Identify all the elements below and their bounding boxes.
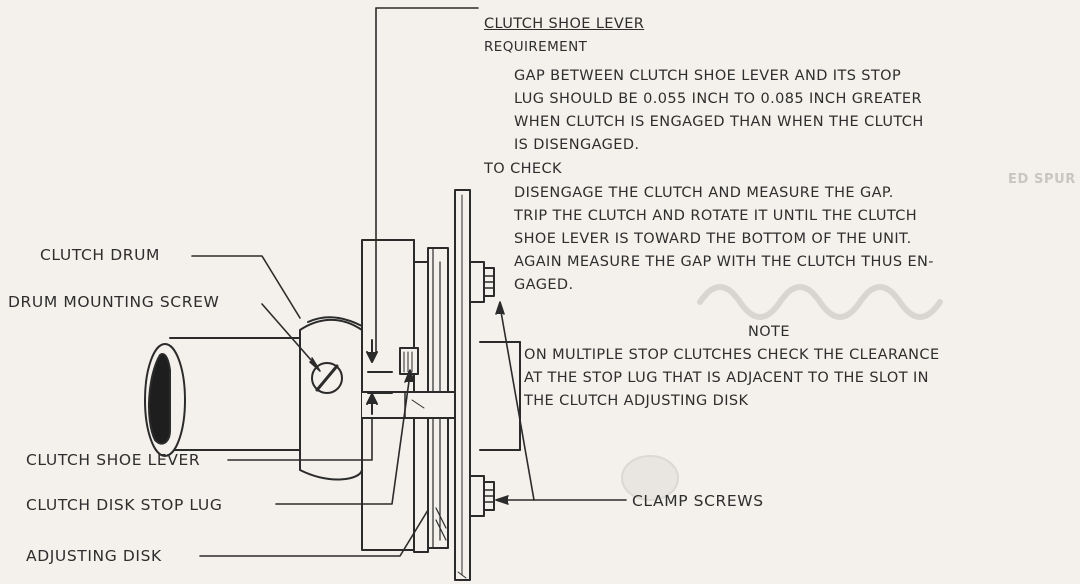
label-clutch-shoe-lever: CLUTCH SHOE LEVER [26,451,201,469]
label-clutch-disk-stop-lug: CLUTCH DISK STOP LUG [26,496,223,514]
text-title: CLUTCH SHOE LEVER [484,16,645,32]
requirement-line: IS DISENGAGED. [514,137,640,153]
leader-lines [191,7,627,557]
requirement-line: GAP BETWEEN CLUTCH SHOE LEVER AND ITS ST… [514,68,902,84]
note-heading: NOTE [748,324,790,340]
requirement-heading: REQUIREMENT [484,39,588,55]
requirement-line: LUG SHOULD BE 0.055 INCH TO 0.085 INCH G… [514,91,922,107]
to-check-heading: TO CHECK [484,161,562,177]
adjusting-disk-plate [454,189,471,581]
note-line: AT THE STOP LUG THAT IS ADJACENT TO THE … [524,370,929,386]
label-clamp-screws: CLAMP SCREWS [632,492,764,510]
label-adjusting-disk: ADJUSTING DISK [26,547,162,565]
to-check-line: SHOE LEVER IS TOWARD THE BOTTOM OF THE U… [514,231,912,247]
background-spring [697,284,943,320]
label-clutch-drum: CLUTCH DRUM [40,246,161,264]
note-line: THE CLUTCH ADJUSTING DISK [524,393,749,409]
to-check-line: DISENGAGE THE CLUTCH AND MEASURE THE GAP… [514,185,894,201]
note-line: ON MULTIPLE STOP CLUTCHES CHECK THE CLEA… [524,347,940,363]
background-ellipse [621,455,679,501]
to-check-line: AGAIN MEASURE THE GAP WITH THE CLUTCH TH… [514,254,934,270]
label-drum-mounting-screw: DRUM MOUNTING SCREW [8,293,220,311]
to-check-line: TRIP THE CLUTCH AND ROTATE IT UNTIL THE … [514,208,918,224]
gap-arrows [366,339,393,415]
shaft [144,337,521,457]
requirement-line: WHEN CLUTCH IS ENGAGED THAN WHEN THE CLU… [514,114,924,130]
background-spur-gear-text: ED SPUR GEAR [1008,172,1080,187]
clamp-screw-top [469,261,495,303]
to-check-line: GAGED. [514,277,574,293]
clamp-screw-bottom [469,475,495,517]
